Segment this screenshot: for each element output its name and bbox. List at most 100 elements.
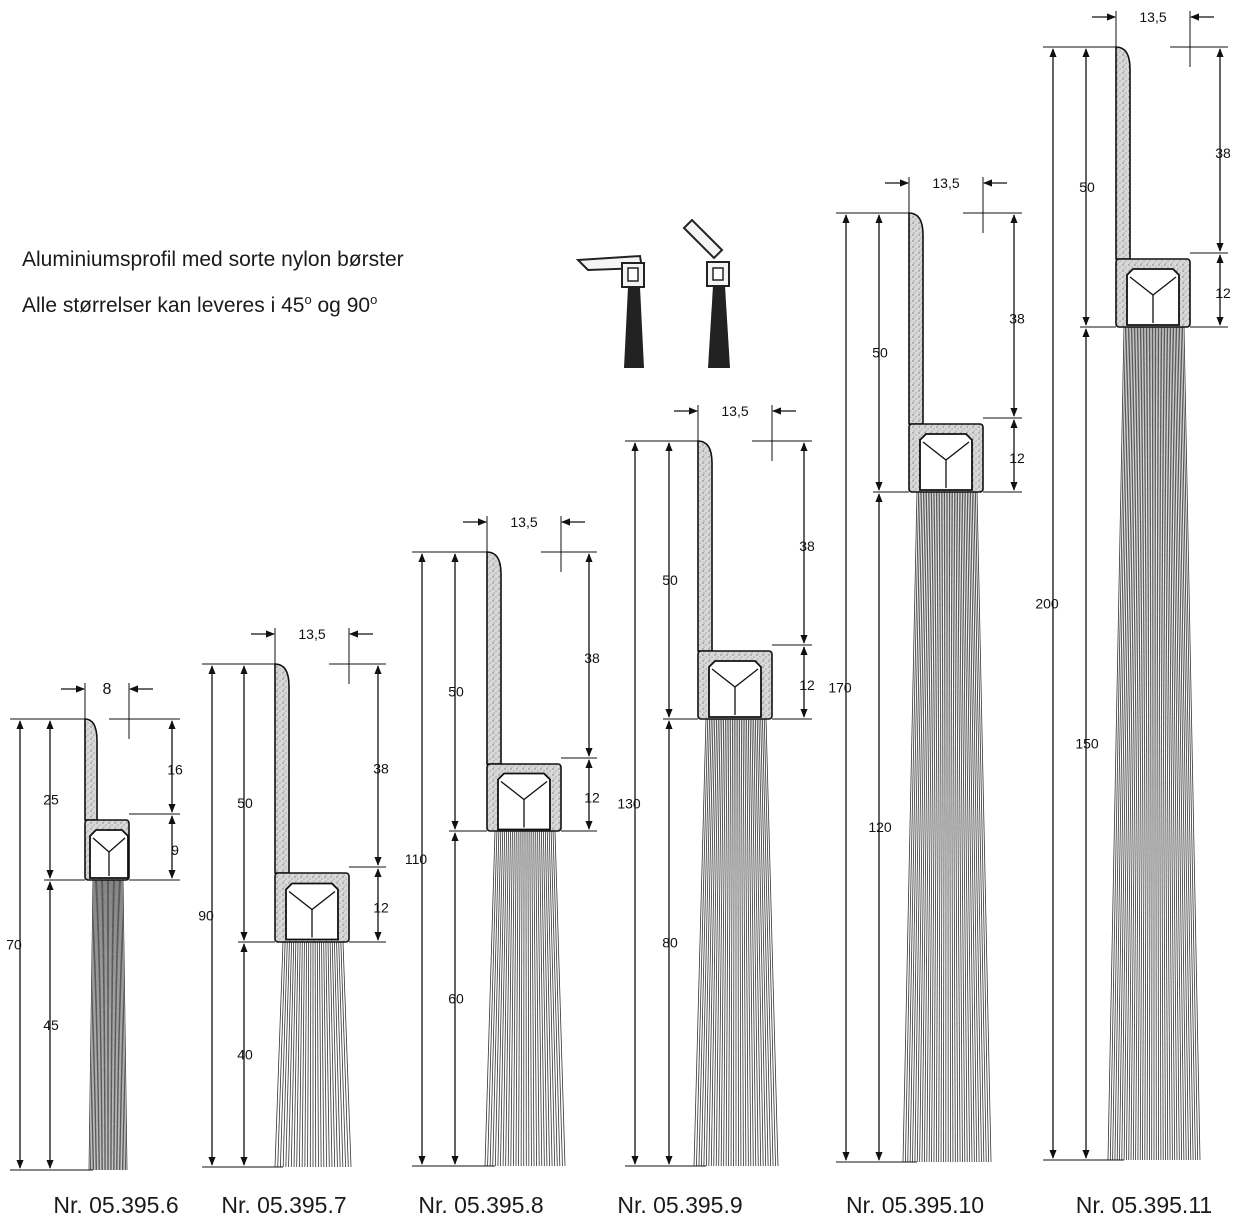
nylon-brush [274, 941, 352, 1168]
bristle [747, 718, 754, 1167]
bristle [1139, 326, 1146, 1161]
bristle [974, 491, 990, 1163]
bristle [316, 941, 319, 1168]
bristle [739, 718, 742, 1167]
bristle [88, 879, 94, 1171]
bristle [529, 830, 532, 1167]
bristle [299, 941, 303, 1168]
bristle [965, 491, 975, 1163]
width-label: 13,5 [298, 626, 325, 642]
bristle [323, 941, 327, 1168]
profile-height-label: 50 [1079, 179, 1095, 195]
bristle [950, 491, 954, 1163]
bristle [1165, 326, 1173, 1161]
bristle [327, 941, 333, 1168]
bristle [1180, 326, 1196, 1161]
brush-length-label: 40 [237, 1047, 253, 1063]
bristle [753, 718, 762, 1167]
bristle [971, 491, 985, 1163]
aluminium-stem [1115, 46, 1131, 260]
bristle [492, 830, 502, 1167]
product-number: Nr. 05.395.9 [617, 1192, 743, 1218]
bristle [117, 879, 122, 1171]
bristle [933, 491, 939, 1163]
stem-height-label: 38 [799, 538, 815, 554]
bristle [1137, 326, 1144, 1161]
bristle [338, 941, 346, 1168]
bristle [919, 491, 929, 1163]
housing-height-label: 12 [799, 677, 815, 693]
nylon-brush [693, 718, 779, 1167]
bristle [1156, 326, 1159, 1161]
bristle [701, 718, 712, 1167]
profile-height-label: 25 [43, 792, 59, 808]
bristle [93, 879, 97, 1171]
profile-height-label: 50 [662, 572, 678, 588]
brush-length-label: 120 [868, 819, 892, 835]
bristle [698, 718, 710, 1167]
bristle [290, 941, 297, 1168]
bristle [96, 879, 100, 1171]
bristle [1162, 326, 1169, 1161]
bristle [973, 491, 987, 1163]
width-label: 13,5 [721, 403, 748, 419]
product-number: Nr. 05.395.11 [1075, 1192, 1213, 1218]
brush-length-label: 150 [1075, 736, 1099, 752]
bristle [103, 879, 106, 1171]
total-height-label: 70 [6, 937, 22, 953]
total-height-label: 130 [617, 796, 641, 812]
bristle [535, 830, 540, 1167]
bristle [542, 830, 550, 1167]
bristle [1179, 326, 1194, 1161]
stem-height-label: 38 [373, 761, 389, 777]
bristle [730, 718, 733, 1167]
bristle [938, 491, 942, 1163]
total-height-label: 110 [405, 851, 428, 867]
bristle [1164, 326, 1171, 1161]
bristle [314, 941, 317, 1168]
bristle [914, 491, 926, 1163]
bristle [1176, 326, 1189, 1161]
bristle [91, 879, 96, 1171]
bristle [912, 491, 924, 1163]
housing-height-label: 12 [1009, 450, 1025, 466]
bristle [550, 830, 561, 1167]
nylon-brush [484, 830, 566, 1167]
bristle [1173, 326, 1185, 1161]
bristle [1177, 326, 1192, 1161]
bristle [1109, 326, 1126, 1161]
bristle [554, 830, 566, 1167]
bristle [319, 941, 322, 1168]
bristle [520, 830, 523, 1167]
nylon-brush [88, 879, 128, 1171]
insert-detail [500, 780, 548, 828]
bristle [1174, 326, 1187, 1161]
bristle [755, 718, 764, 1167]
bristle [548, 830, 558, 1167]
bristle [955, 491, 961, 1163]
bristle [527, 830, 530, 1167]
bristle [121, 879, 126, 1171]
bristle [1158, 326, 1162, 1161]
bristle [497, 830, 506, 1167]
bristle [1107, 326, 1125, 1161]
bristle [737, 718, 739, 1167]
bristle [949, 491, 951, 1163]
bristle [489, 830, 500, 1167]
bristle [1130, 326, 1140, 1161]
bristle [763, 718, 776, 1167]
bristle [713, 718, 721, 1167]
bristle [935, 491, 941, 1163]
aluminium-stem [84, 718, 98, 821]
bristle [340, 941, 349, 1168]
bristle [334, 941, 341, 1168]
bristle [746, 718, 752, 1167]
bristle [518, 830, 521, 1167]
bristle [1149, 326, 1152, 1161]
bristle [760, 718, 771, 1167]
